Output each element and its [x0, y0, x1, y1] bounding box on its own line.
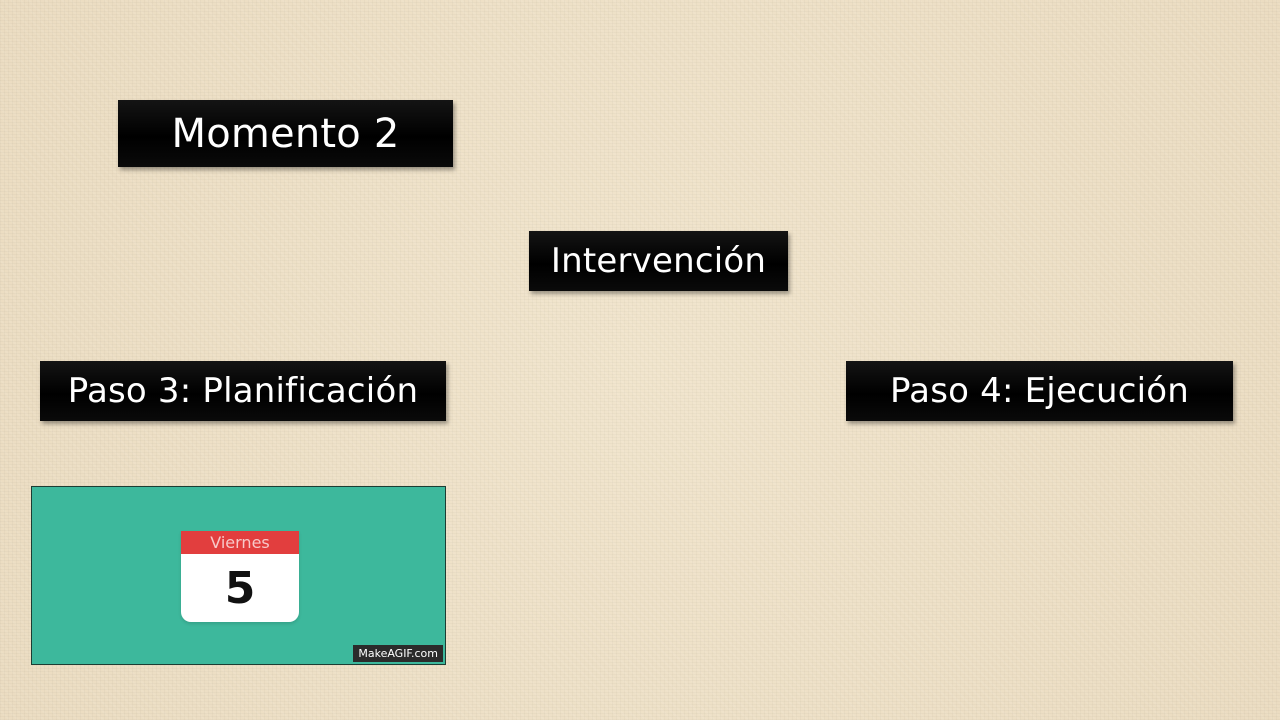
phase-label-box: Intervención	[529, 231, 788, 291]
calendar-animation-panel: Viernes 5 MakeAGIF.com	[31, 486, 446, 665]
step-4-label-box: Paso 4: Ejecución	[846, 361, 1233, 421]
moment-title: Momento 2	[171, 110, 400, 157]
step-3-label-box: Paso 3: Planificación	[40, 361, 446, 421]
step-3-label: Paso 3: Planificación	[67, 371, 419, 411]
step-4-label: Paso 4: Ejecución	[889, 371, 1189, 411]
calendar-day-name: Viernes	[181, 531, 299, 554]
calendar-icon: Viernes 5	[181, 531, 299, 622]
phase-label: Intervención	[550, 241, 767, 281]
gif-watermark: MakeAGIF.com	[353, 645, 443, 662]
moment-title-box: Momento 2	[118, 100, 453, 167]
calendar-day-number: 5	[224, 562, 256, 614]
